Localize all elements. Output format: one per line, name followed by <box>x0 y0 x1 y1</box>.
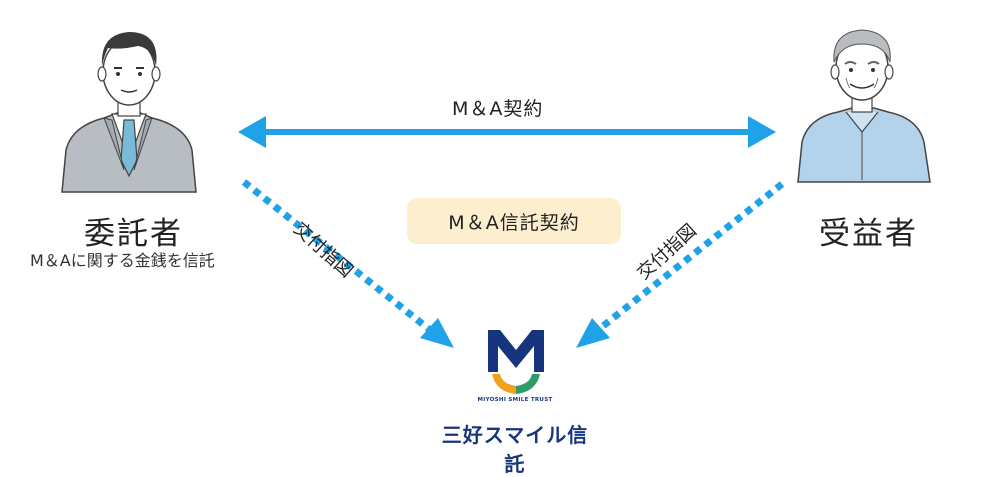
left-instruction-arrow <box>241 179 454 348</box>
settlor-caption: M＆Aに関する金銭を信託 <box>30 251 215 270</box>
beneficiary-name: 受益者 <box>819 216 918 252</box>
contract-double-arrow <box>238 116 776 148</box>
logo-subtext: MIYOSHI SMILE TRUST <box>477 397 553 403</box>
trust-contract-label: M＆A信託契約 <box>448 211 580 234</box>
ma-contract-label: M＆A契約 <box>452 98 544 120</box>
right-instruction-arrow <box>576 181 785 348</box>
settlor-name: 委託者 <box>84 216 183 252</box>
miyoshi-logo-icon <box>488 330 544 394</box>
trustee-name: 三好スマイル信託 <box>441 423 589 476</box>
businessman-icon <box>61 32 197 193</box>
elderly-man-icon <box>797 29 931 183</box>
trust-contract-badge: M＆A信託契約 <box>407 198 621 244</box>
